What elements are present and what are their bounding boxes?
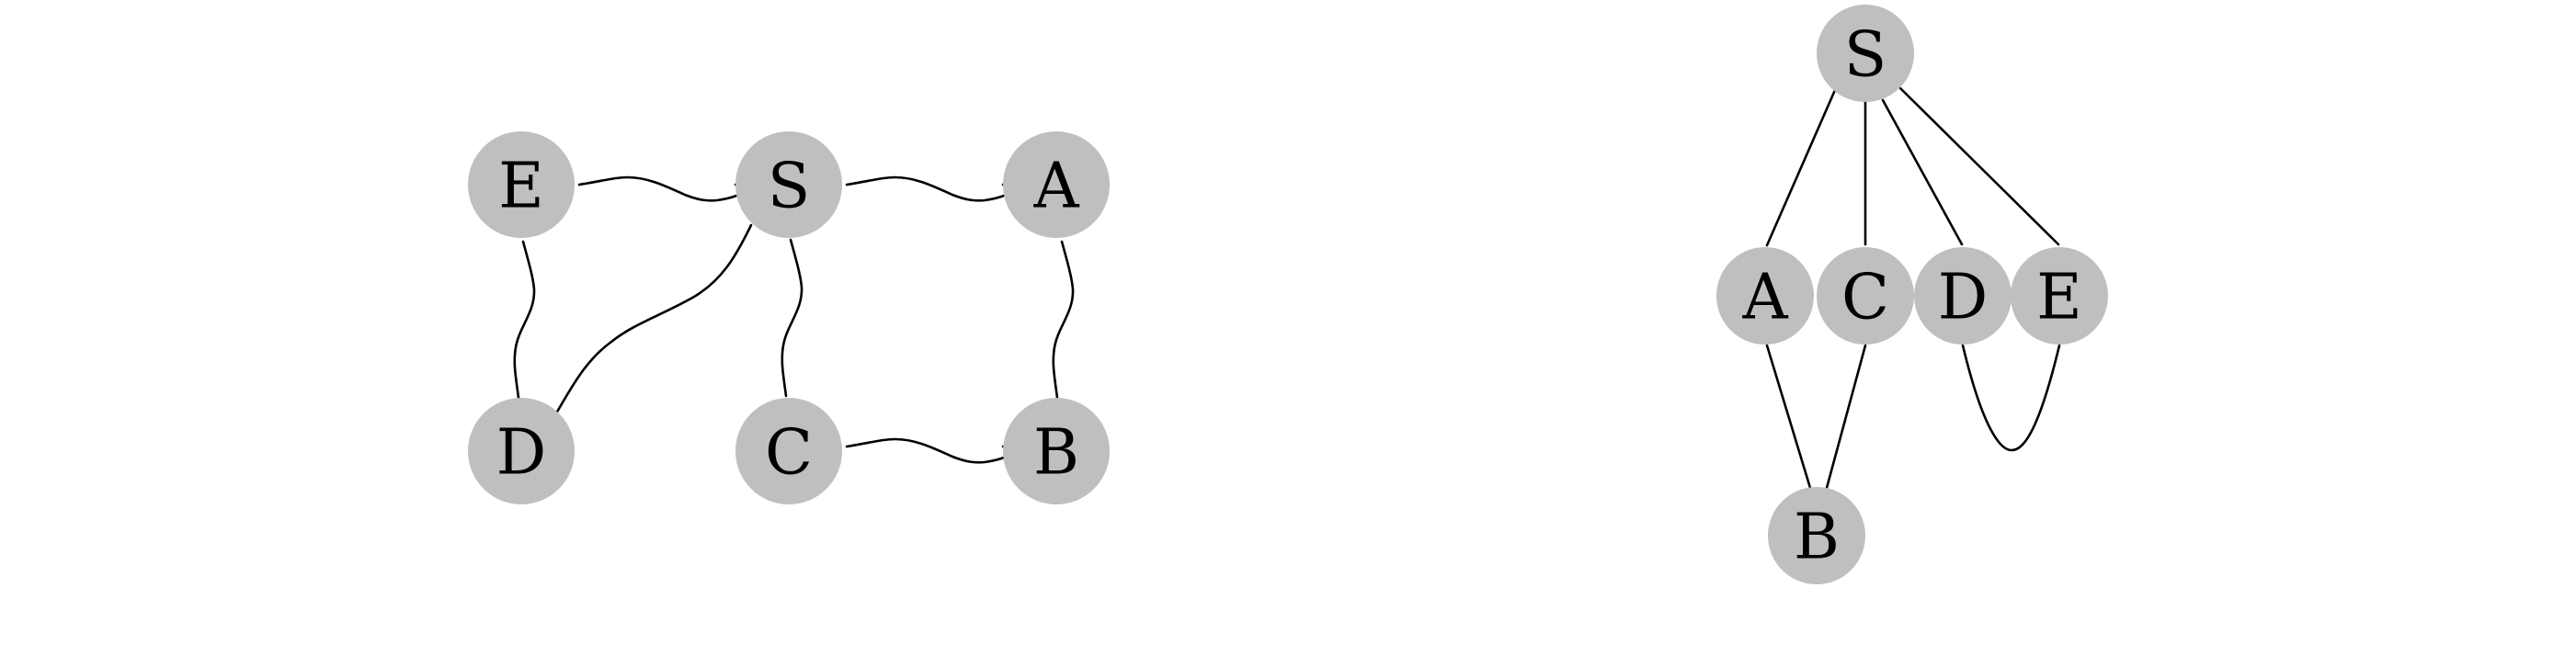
- node-label: D: [1938, 262, 1989, 334]
- node-label: A: [1741, 262, 1788, 334]
- node-label: A: [1032, 151, 1079, 223]
- node-d: D: [1914, 247, 2012, 345]
- node-e: E: [468, 131, 575, 238]
- edge-c-b: [845, 437, 1012, 464]
- node-circle: [1003, 131, 1110, 238]
- node-a: A: [1003, 131, 1110, 238]
- edge-e-d: [513, 240, 536, 400]
- edge-s-d: [554, 223, 753, 415]
- node-circle: [735, 398, 842, 504]
- node-b: B: [1768, 487, 1865, 584]
- node-d: D: [468, 398, 575, 504]
- node-circle: [1817, 5, 1914, 102]
- node-label: S: [1844, 19, 1887, 92]
- node-circle: [1817, 247, 1914, 345]
- node-circle: [1003, 398, 1110, 504]
- node-circle: [1768, 487, 1865, 584]
- node-s: S: [735, 131, 842, 238]
- edge-e-s: [577, 175, 745, 202]
- node-circle: [468, 131, 575, 238]
- node-c: C: [735, 398, 842, 504]
- node-circle: [1914, 247, 2012, 345]
- left-graph: E S A D C B: [468, 131, 1110, 504]
- node-label: B: [1794, 502, 1840, 574]
- right-graph-edges: [1765, 86, 2061, 490]
- node-s: S: [1817, 5, 1914, 102]
- node-a: A: [1716, 247, 1814, 345]
- node-circle: [468, 398, 575, 504]
- node-label: B: [1033, 417, 1079, 490]
- edge-d-e: [1961, 344, 2061, 452]
- edge-s-e: [1898, 86, 2060, 246]
- node-label: C: [1841, 262, 1889, 334]
- edge-c-b: [1825, 344, 1867, 490]
- edge-s-a: [845, 175, 1012, 202]
- node-b: B: [1003, 398, 1110, 504]
- left-graph-nodes: E S A D C B: [468, 131, 1110, 504]
- edge-s-a: [1765, 88, 1837, 247]
- node-circle: [2011, 247, 2108, 345]
- node-circle: [735, 131, 842, 238]
- edge-a-b: [1052, 240, 1075, 400]
- node-label: E: [2036, 262, 2082, 334]
- node-label: C: [765, 417, 813, 490]
- edge-s-d: [1881, 98, 1964, 246]
- node-circle: [1716, 247, 1814, 345]
- edge-s-c: [781, 238, 804, 398]
- node-c: C: [1817, 247, 1914, 345]
- left-graph-edges: [513, 175, 1075, 464]
- edge-a-b: [1765, 344, 1812, 490]
- node-label: E: [498, 151, 544, 223]
- node-e: E: [2011, 247, 2108, 345]
- node-label: S: [768, 151, 811, 223]
- node-label: D: [496, 417, 547, 490]
